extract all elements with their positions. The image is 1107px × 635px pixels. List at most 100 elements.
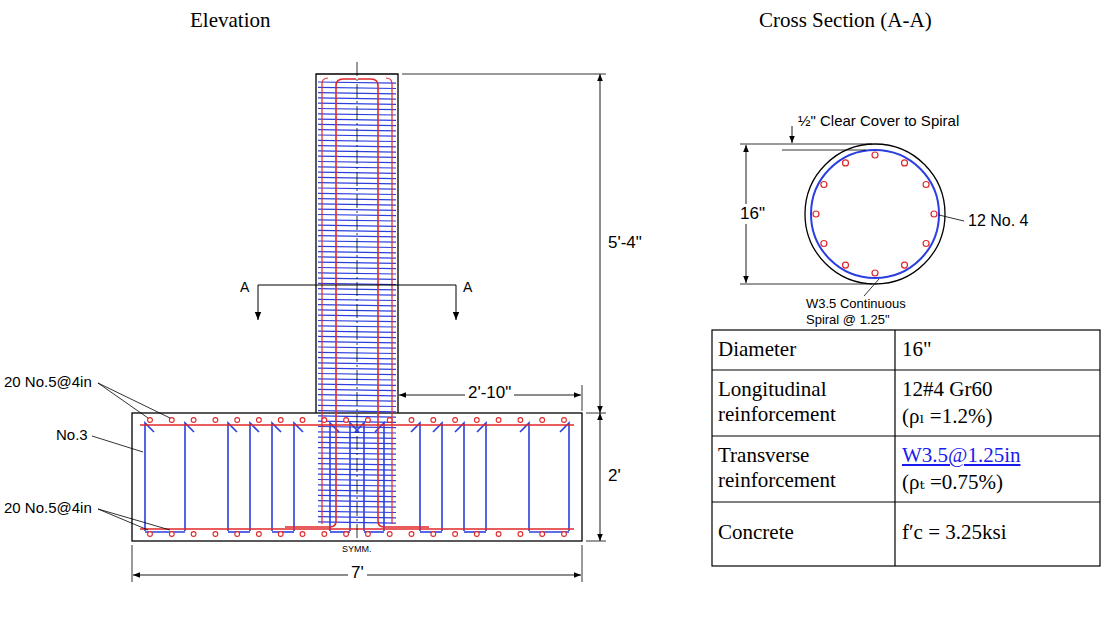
transverse-bar: [518, 532, 523, 537]
transverse-bar: [453, 418, 458, 423]
stirrup-leg: [477, 423, 486, 531]
spiral-turn: [318, 389, 396, 390]
extension-line: [582, 545, 583, 582]
dimension-text: 16": [737, 204, 768, 224]
transverse-bar: [518, 418, 523, 423]
bar-callout: 20 No.5@4in: [4, 499, 92, 517]
longitudinal-bar: [902, 262, 908, 268]
leader-line: [98, 383, 148, 418]
spiral-turn: [318, 257, 396, 258]
stirrup-leg: [560, 423, 569, 531]
table-border: [712, 330, 1100, 566]
spiral-turn: [318, 82, 396, 83]
section-bars: [813, 152, 937, 276]
transverse-bar: [213, 418, 218, 423]
table-cell: Diameter: [718, 337, 796, 362]
dimension-line: [600, 413, 601, 541]
longitudinal-bar: [872, 152, 878, 158]
table-cell: 12#4 Gr60: [902, 377, 992, 402]
column-section-outline: [805, 144, 945, 284]
transverse-bar: [453, 532, 458, 537]
transverse-bar: [235, 418, 240, 423]
spiral-turn: [318, 368, 396, 369]
transverse-bar: [562, 418, 567, 423]
transverse-bar: [496, 418, 501, 423]
center-line: [357, 62, 358, 541]
longitudinal-bar: [931, 211, 937, 217]
extension-line: [586, 413, 606, 414]
stirrup-leg: [330, 423, 339, 531]
section-arrow: [258, 285, 259, 320]
transverse-bar: [278, 532, 283, 537]
longitudinal-bar: [843, 160, 849, 166]
transverse-bar: [387, 418, 392, 423]
column-bar: [358, 79, 429, 527]
transverse-bar: [257, 532, 262, 537]
dimension-text: 5'-4": [608, 233, 642, 253]
longitudinal-bar: [813, 211, 819, 217]
table-cell: Longitudinal reinforcement: [718, 377, 888, 427]
table-cell: 16": [902, 337, 932, 362]
stirrup-leg: [294, 423, 303, 531]
stirrup-leg: [250, 423, 259, 531]
section-cut-line: [258, 285, 456, 286]
transverse-bar: [409, 532, 414, 537]
spiral-turn: [318, 384, 396, 385]
transverse-bar: [191, 418, 196, 423]
bar-callout: 20 No.5@4in: [4, 373, 92, 391]
stirrup-leg: [411, 423, 420, 531]
transverse-bar: [431, 418, 436, 423]
extension-line: [582, 385, 583, 411]
column-bar: [322, 78, 328, 524]
table-rule: [712, 501, 1100, 502]
bar-callout: 12 No. 4: [968, 211, 1028, 230]
transverse-bar: [148, 418, 153, 423]
transverse-bar: [322, 418, 327, 423]
table-rule: [894, 330, 895, 566]
transverse-bar: [431, 532, 436, 537]
transverse-bar: [148, 532, 153, 537]
leader-line: [98, 509, 148, 530]
spiral-callout: W3.5 Continuous Spiral @ 1.25": [806, 296, 924, 327]
transverse-bar: [344, 418, 349, 423]
transverse-bar: [387, 532, 392, 537]
stirrup-leg: [228, 423, 237, 531]
transverse-bar: [169, 532, 174, 537]
longitudinal-bar: [923, 241, 929, 247]
transverse-bar: [540, 418, 545, 423]
spiral-turn: [318, 98, 396, 99]
transverse-bar: [496, 532, 501, 537]
longitudinal-bar: [902, 160, 908, 166]
transverse-bar: [213, 532, 218, 537]
dimension-line: [600, 74, 601, 413]
longitudinal-bar: [843, 262, 849, 268]
leader-line: [939, 215, 964, 221]
transverse-bar: [540, 532, 545, 537]
leader-line: [98, 383, 170, 418]
table-cell: (ρₗ =1.2%): [902, 404, 992, 429]
longitudinal-bar: [872, 270, 878, 276]
leader-line: [864, 279, 879, 296]
leader-line: [92, 436, 143, 452]
stirrup-leg: [433, 423, 442, 531]
stirrup-leg: [185, 423, 194, 531]
transverse-bar: [191, 532, 196, 537]
stirrup-leg: [455, 423, 464, 531]
symmetry-mark: SYMM.: [342, 544, 372, 555]
extension-line: [132, 545, 133, 582]
stirrup-leg: [520, 423, 529, 531]
spiral-turn: [318, 209, 396, 210]
transverse-bar: [322, 532, 327, 537]
transverse-bar: [169, 418, 174, 423]
spiral-turn: [318, 215, 396, 216]
spiral-section: [811, 150, 939, 278]
table-rule: [712, 435, 1100, 436]
section-mark: A: [463, 279, 472, 296]
stirrup-leg: [145, 423, 154, 531]
table-cell: Concrete: [718, 520, 794, 545]
section-arrow: [456, 285, 457, 320]
transverse-bar: [300, 532, 305, 537]
longitudinal-bar: [821, 241, 827, 247]
extension-line: [782, 150, 866, 151]
stirrup-leg: [350, 423, 359, 531]
